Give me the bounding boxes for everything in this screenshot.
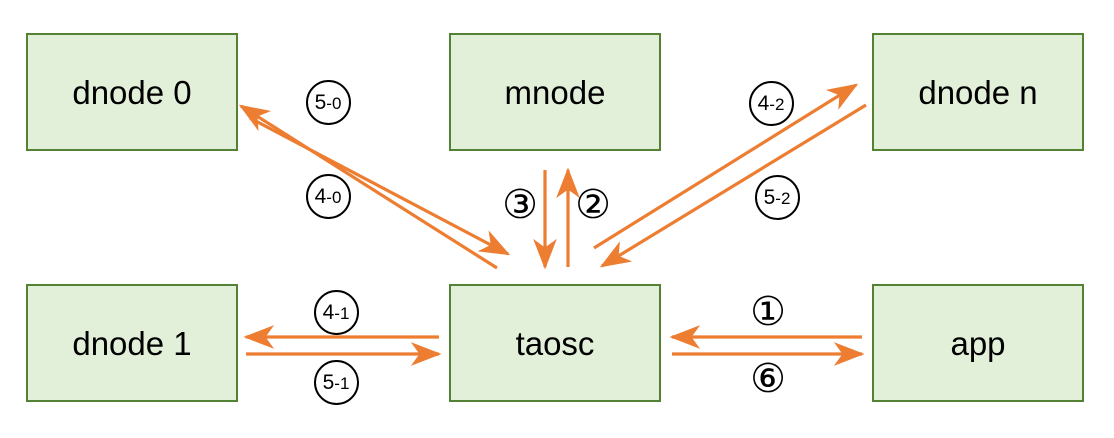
edge-badge-label: 4-2 — [757, 91, 785, 115]
edge-badge-b5-2: 5-2 — [754, 174, 800, 220]
node-mnode[interactable]: mnode — [449, 33, 661, 151]
edge-badge-b1: ① — [743, 287, 793, 337]
edge-badge-label: 4-1 — [322, 300, 350, 324]
edge-badge-label: 5-0 — [314, 90, 342, 114]
edge-badge-label: ② — [575, 182, 611, 228]
node-dnode0[interactable]: dnode 0 — [26, 33, 238, 151]
edge-badge-b6: ⑥ — [743, 354, 793, 404]
node-dnoden[interactable]: dnode n — [872, 33, 1084, 151]
edge-badge-label: ① — [750, 289, 786, 335]
node-dnode1[interactable]: dnode 1 — [26, 284, 238, 402]
node-label-mnode: mnode — [504, 73, 606, 111]
edge-badge-label: 5-1 — [322, 370, 350, 394]
edge-badge-label: 4-0 — [314, 184, 342, 208]
edge-badge-b3: ③ — [495, 180, 545, 230]
edge-badge-b2: ② — [568, 180, 618, 230]
edge-badge-b4-0: 4-0 — [305, 173, 351, 219]
edge-badge-b4-1: 4-1 — [313, 289, 359, 335]
node-label-taosc: taosc — [515, 324, 595, 362]
edge-badge-label: 5-2 — [763, 185, 791, 209]
node-label-dnoden: dnode n — [918, 73, 1038, 111]
node-app[interactable]: app — [872, 284, 1084, 402]
edge-badge-b4-2: 4-2 — [748, 80, 794, 126]
edge-badge-b5-0: 5-0 — [305, 79, 351, 125]
node-taosc[interactable]: taosc — [449, 284, 661, 402]
edge-badge-label: ⑥ — [750, 356, 786, 402]
node-label-dnode0: dnode 0 — [72, 73, 192, 111]
node-label-app: app — [950, 324, 1006, 362]
edge-badge-label: ③ — [502, 182, 538, 228]
edge-badge-b5-1: 5-1 — [313, 359, 359, 405]
node-label-dnode1: dnode 1 — [72, 324, 192, 362]
